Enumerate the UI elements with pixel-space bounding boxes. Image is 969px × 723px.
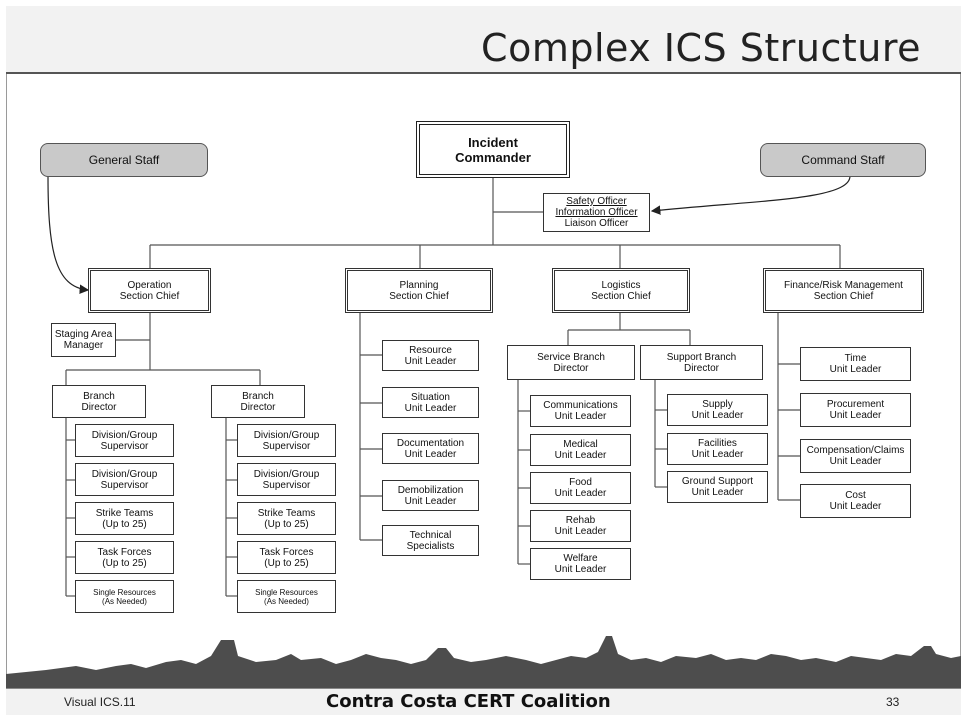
- operations-section-chief: Operation Section Chief: [88, 268, 211, 313]
- support-unit: Facilities Unit Leader: [667, 433, 768, 465]
- support-unit: Ground Support Unit Leader: [667, 471, 768, 503]
- branch1-unit: Strike Teams (Up to 25): [75, 502, 174, 535]
- footer-organization: Contra Costa CERT Coalition: [326, 691, 611, 712]
- branch-director-2: Branch Director: [211, 385, 305, 418]
- service-unit: Food Unit Leader: [530, 472, 631, 504]
- finance-unit: Compensation/Claims Unit Leader: [800, 439, 911, 473]
- service-unit: Medical Unit Leader: [530, 434, 631, 466]
- slide-title: Complex ICS Structure: [481, 26, 921, 70]
- information-officer: Information Officer: [555, 207, 638, 218]
- branch1-unit: Division/Group Supervisor: [75, 463, 174, 496]
- branch2-unit: Single Resources (As Needed): [237, 580, 336, 613]
- planning-unit: Situation Unit Leader: [382, 387, 479, 418]
- logistics-section-chief: Logistics Section Chief: [552, 268, 690, 313]
- liaison-officer: Liaison Officer: [564, 218, 629, 229]
- finance-unit: Procurement Unit Leader: [800, 393, 911, 427]
- support-unit: Supply Unit Leader: [667, 394, 768, 426]
- general-staff-callout: General Staff: [40, 143, 208, 177]
- footer-course-label: Visual ICS.11: [64, 695, 136, 709]
- branch-director-1: Branch Director: [52, 385, 146, 418]
- command-staff-box: Safety Officer Information Officer Liais…: [543, 193, 650, 232]
- planning-unit: Documentation Unit Leader: [382, 433, 479, 464]
- planning-section-chief: Planning Section Chief: [345, 268, 493, 313]
- support-branch-director: Support Branch Director: [640, 345, 763, 380]
- finance-unit: Time Unit Leader: [800, 347, 911, 381]
- planning-unit: Resource Unit Leader: [382, 340, 479, 371]
- city-skyline-graphic: [6, 636, 961, 688]
- branch2-unit: Division/Group Supervisor: [237, 463, 336, 496]
- incident-commander-box: Incident Commander: [416, 121, 570, 178]
- footer-bar: Visual ICS.11 Contra Costa CERT Coalitio…: [6, 688, 961, 715]
- staging-area-manager: Staging Area Manager: [51, 323, 116, 357]
- service-unit: Welfare Unit Leader: [530, 548, 631, 580]
- branch1-unit: Single Resources (As Needed): [75, 580, 174, 613]
- safety-officer: Safety Officer: [566, 196, 627, 207]
- title-bar: Complex ICS Structure: [6, 6, 961, 74]
- page-number: 33: [886, 695, 900, 709]
- branch1-unit: Task Forces (Up to 25): [75, 541, 174, 574]
- planning-unit: Technical Specialists: [382, 525, 479, 556]
- planning-unit: Demobilization Unit Leader: [382, 480, 479, 511]
- finance-section-chief: Finance/Risk Management Section Chief: [763, 268, 924, 313]
- service-branch-director: Service Branch Director: [507, 345, 635, 380]
- finance-unit: Cost Unit Leader: [800, 484, 911, 518]
- branch2-unit: Division/Group Supervisor: [237, 424, 336, 457]
- branch1-unit: Division/Group Supervisor: [75, 424, 174, 457]
- branch2-unit: Task Forces (Up to 25): [237, 541, 336, 574]
- command-staff-callout: Command Staff: [760, 143, 926, 177]
- service-unit: Communications Unit Leader: [530, 395, 631, 427]
- branch2-unit: Strike Teams (Up to 25): [237, 502, 336, 535]
- service-unit: Rehab Unit Leader: [530, 510, 631, 542]
